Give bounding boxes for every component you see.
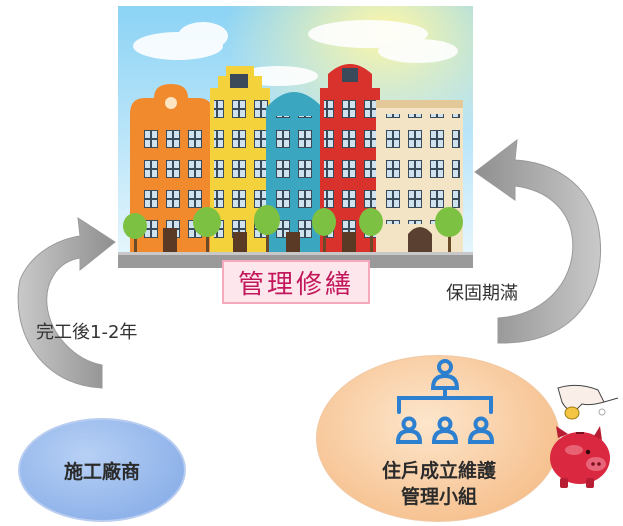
committee-label: 住戶成立維護 管理小組 bbox=[364, 458, 514, 510]
left-curved-arrow bbox=[17, 217, 116, 389]
committee-ellipse bbox=[316, 355, 560, 522]
committee-label-line1: 住戶成立維護 bbox=[381, 460, 496, 482]
building-illustration bbox=[118, 6, 473, 268]
left-arrow-label: 完工後1-2年 bbox=[36, 322, 138, 343]
contractor-ellipse: 施工廠商 bbox=[18, 418, 186, 522]
piggy-bank-icon bbox=[550, 384, 619, 488]
contractor-label: 施工廠商 bbox=[63, 460, 140, 483]
committee-label-line2: 管理小組 bbox=[400, 486, 477, 508]
right-curved-arrow bbox=[474, 138, 602, 344]
center-label: 管理修繕 bbox=[237, 269, 354, 300]
org-chart-icon bbox=[395, 359, 495, 444]
center-label-box: 管理修繕 bbox=[222, 260, 370, 304]
right-arrow-label: 保固期滿 bbox=[446, 283, 518, 304]
